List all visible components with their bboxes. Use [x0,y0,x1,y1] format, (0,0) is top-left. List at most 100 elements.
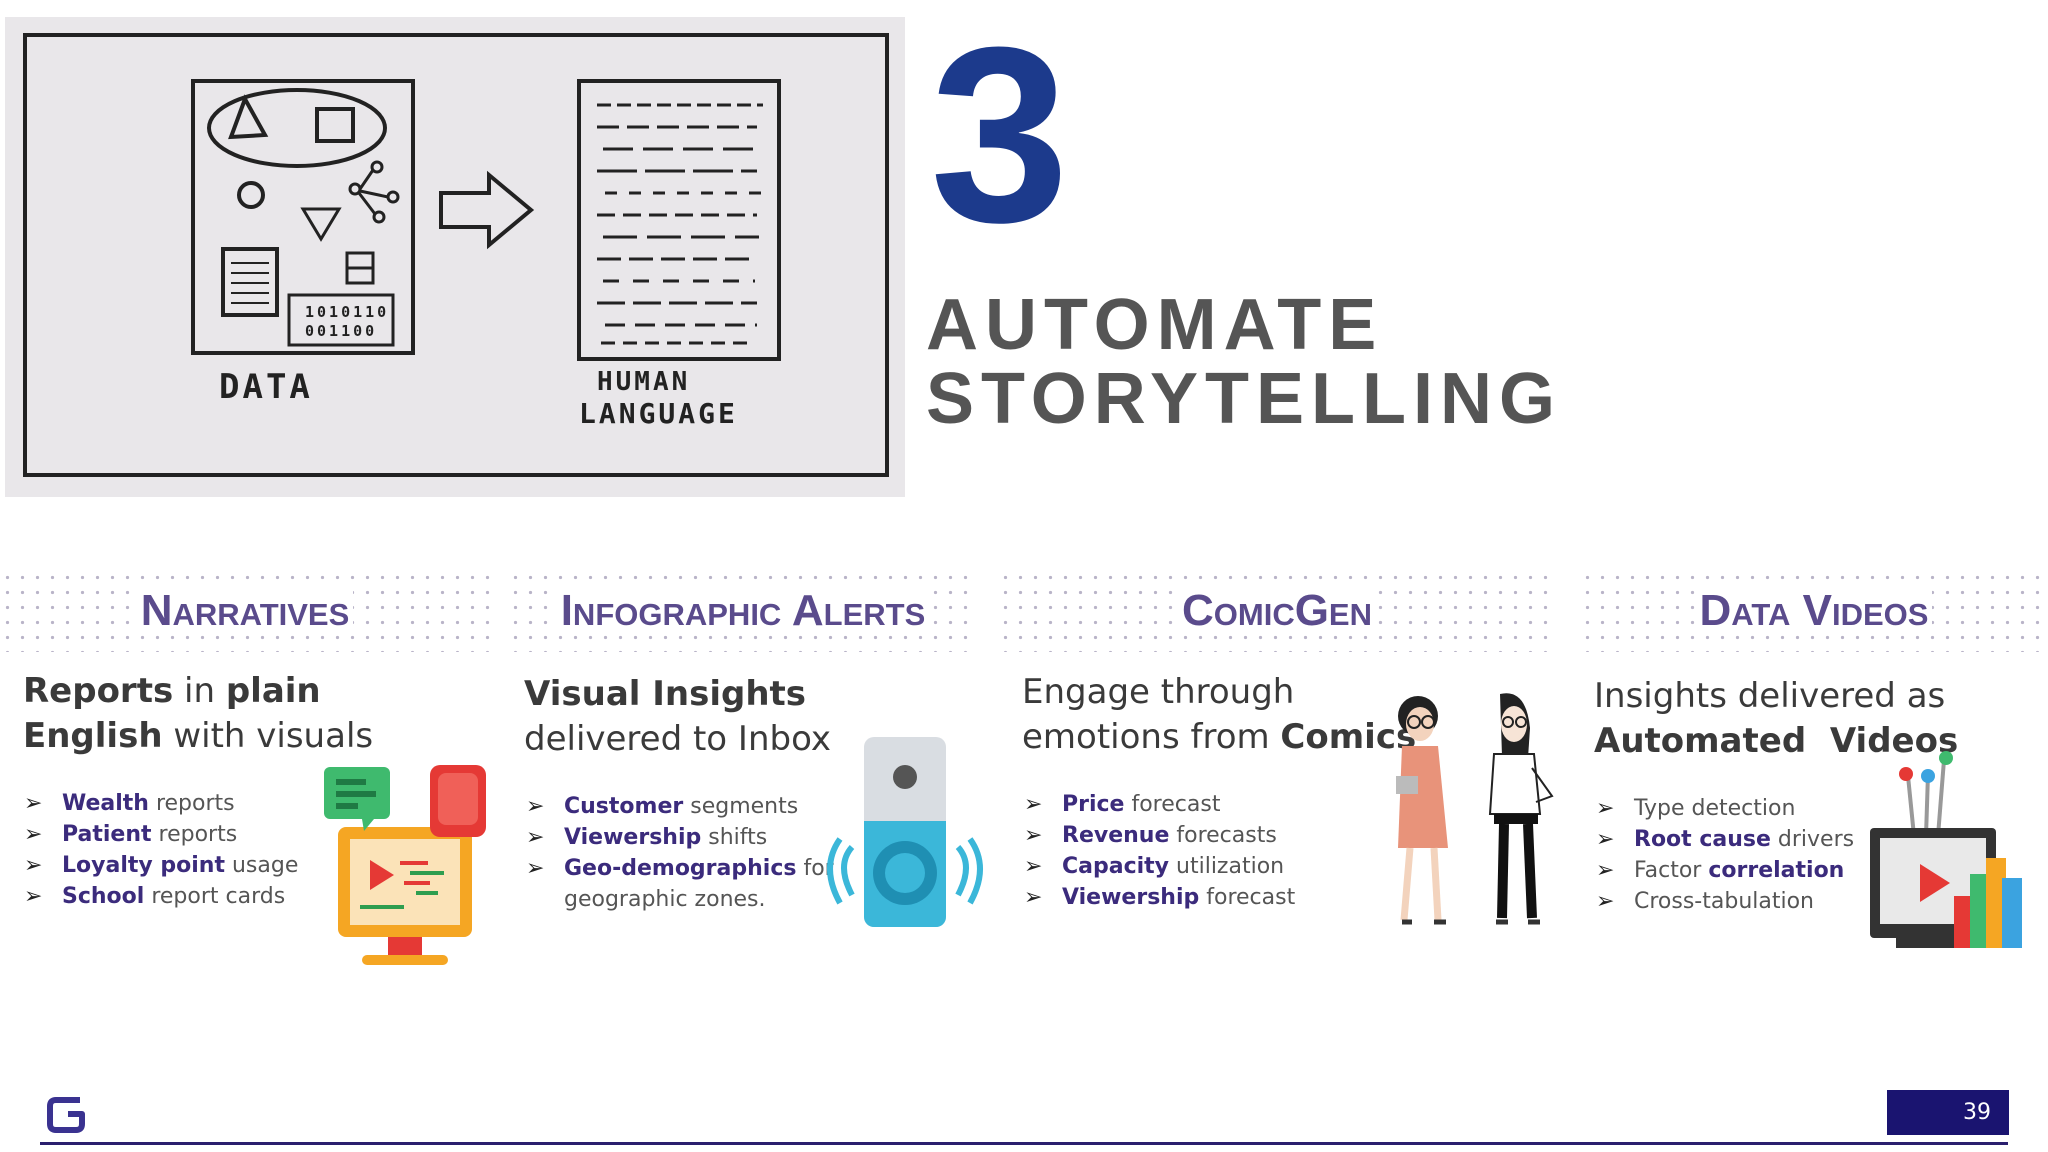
footer-divider [40,1142,2008,1145]
item-bold: Viewership [1062,885,1200,910]
video-chart-icon [1866,746,2038,961]
item-bold: Viewership [564,825,702,850]
item-text: report cards [144,884,286,909]
narratives-list: ➢ Wealth reports ➢ Patient reports ➢ Loyalt… [24,788,298,912]
item-text: utilization [1169,854,1285,879]
list-item: ➢ Viewership forecast [1024,882,1295,913]
item-bold: Root cause [1634,827,1771,852]
list-item: ➢Revenue forecasts [1024,820,1295,851]
arrow-bullet-icon: ➢ [24,791,43,816]
arrow-bullet-icon: ➢ [24,884,43,909]
arrow-bullet-icon: ➢ [1596,796,1615,821]
arrow-bullet-icon: ➢ [24,853,43,878]
item-bold: Loyalty point [62,853,225,878]
item-text: segments [683,794,799,819]
header-label: Narratives [136,586,354,635]
lead-text: with visuals [162,716,374,756]
arrow-bullet-icon: ➢ [526,794,545,819]
item-bold: Customer [564,794,684,819]
header-label: Infographic Alerts [556,586,930,635]
data-videos-lead: Insights delivered as Automated Videos [1594,674,1958,764]
comicgen-lead: Engage through emotions from Comics [1022,670,1416,760]
list-item: ➢Price forecast [1024,789,1295,820]
list-item: ➢ Wealth reports [24,788,298,819]
item-bold: Patient [62,822,152,847]
arrow-bullet-icon: ➢ [1024,885,1043,910]
sketch-human-label: HUMAN [597,367,691,397]
list-item: ➢ Factor correlation [1596,855,1854,886]
item-text: Cross-tabulation [1634,889,1814,914]
item-text: reports [148,791,235,816]
title-line-1: AUTOMATE [926,285,1384,365]
item-bold: Price [1062,792,1125,817]
column-header-narratives: Narratives [0,586,490,636]
item-text: Factor [1634,858,1709,883]
item-text: shifts [701,825,768,850]
header-label: Data Videos [1695,586,1933,635]
sketch-drawing [23,33,889,477]
list-item: ➢ Viewership shifts [526,822,834,853]
list-item: ➢Loyalty point usage [24,850,298,881]
arrow-bullet-icon: ➢ [1596,858,1615,883]
sketch-language-label: LANGUAGE [579,397,738,430]
item-text: Type detection [1634,796,1796,821]
sketch-illustration: 1010110 001100 DATA HUMAN LANGUAGE [5,17,905,497]
sketch-binary-bottom: 001100 [305,322,378,340]
header-band-infographic: Infographic Alerts [508,570,978,652]
item-bold: Wealth [62,791,149,816]
item-bold: Revenue [1062,823,1170,848]
lead-bold: Visual Insights [524,674,807,714]
comic-characters-icon [1376,688,1558,938]
arrow-bullet-icon: ➢ [1596,889,1615,914]
page-number: 39 [1887,1090,2009,1135]
title-line-2: STORYTELLING [926,359,1563,439]
list-item: ➢ Customer segments [526,791,834,822]
lead-bold: Automated Videos [1594,721,1959,761]
item-text: drivers [1770,827,1855,852]
item-text: forecast [1124,792,1221,817]
data-videos-list: ➢ Type detection ➢ Root cause drivers ➢ Fac… [1596,793,1854,917]
lead-text: Insights delivered as [1594,676,1946,716]
item-text: forecast [1199,885,1296,910]
item-text: reports [151,822,238,847]
column-header-infographic: Infographic Alerts [508,586,978,636]
arrow-bullet-icon: ➢ [1596,827,1615,852]
arrow-bullet-icon: ➢ [1024,854,1043,879]
narratives-lead: Reports in plain English with visuals [23,669,373,759]
monitor-video-icon [320,765,490,980]
company-logo-icon [46,1094,86,1134]
smart-speaker-icon [822,735,988,936]
lead-bold: plain [225,671,321,711]
item-bold: Capacity [1062,854,1170,879]
item-bold: correlation [1708,858,1845,883]
item-bold: School [62,884,145,909]
section-number: 3 [930,0,1069,274]
arrow-bullet-icon: ➢ [526,856,545,881]
list-item: ➢ Type detection [1596,793,1854,824]
item-bold: Geo-demographics [564,856,797,881]
comicgen-list: ➢Price forecast ➢Revenue forecasts ➢Capa… [1024,789,1295,913]
lead-bold: Comics [1280,717,1417,757]
sketch-data-label: DATA [219,367,313,407]
list-item: ➢ Patient reports [24,819,298,850]
item-text: forecasts [1169,823,1277,848]
lead-text: in [173,671,226,711]
header-band-comicgen: ComicGen [998,570,1556,652]
arrow-bullet-icon: ➢ [526,825,545,850]
lead-text: emotions from [1022,717,1281,757]
arrow-bullet-icon: ➢ [24,822,43,847]
lead-bold: English [23,716,163,756]
infographic-list: ➢ Customer segments ➢ Viewership shifts ➢ G… [526,791,834,915]
lead-text: delivered to Inbox [524,719,831,759]
header-band-narratives: Narratives [0,570,490,652]
lead-bold: Reports [23,671,174,711]
header-band-data-videos: Data Videos [1580,570,2048,652]
column-header-data-videos: Data Videos [1580,586,2048,636]
item-subtext: geographic zones. [564,887,766,912]
list-item: ➢ Root cause drivers [1596,824,1854,855]
header-label: ComicGen [1178,586,1376,635]
list-item: ➢ School report cards [24,881,298,912]
list-item: ➢ Capacity utilization [1024,851,1295,882]
